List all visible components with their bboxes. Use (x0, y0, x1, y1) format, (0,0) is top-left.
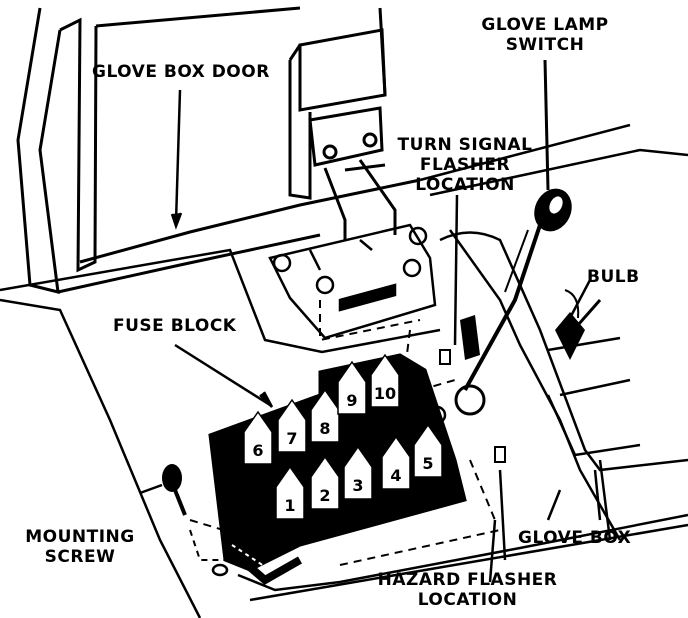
mounting-screw (162, 464, 232, 561)
fuse-number: 1 (284, 496, 295, 515)
leader-lines (139, 89, 602, 583)
bulb (555, 289, 602, 360)
fuse-slot-outline (310, 388, 340, 443)
door-latch (288, 28, 397, 240)
turn-signal-line3: LOCATION (415, 175, 515, 195)
fuse-number: 5 (422, 454, 433, 473)
turn-signal-line1: TURN SIGNAL (397, 135, 533, 155)
glove-box-door (16, 6, 421, 294)
hazard-flasher-line1: HAZARD FLASHER (377, 570, 558, 590)
fuse-number: 6 (252, 441, 263, 460)
glove-lamp-switch-line1: GLOVE LAMP (481, 15, 609, 35)
turn-signal-connector (439, 194, 480, 365)
fuse-slot: 8 (310, 388, 340, 443)
fuse-slot-outline (343, 445, 373, 500)
fuse-slot: 9 (337, 360, 367, 415)
mounting-screw-line1: MOUNTING (25, 527, 135, 547)
fuse-number: 9 (346, 391, 357, 410)
fuse-slot: 7 (277, 398, 307, 453)
glove-lamp-switch-line2: SWITCH (505, 35, 585, 55)
fuse-slot-outline (277, 398, 307, 453)
fuse-slots: 1 2 3 4 5 6 7 89 10 (243, 353, 443, 520)
fuse-slot: 1 (275, 465, 305, 520)
glove-box-door-label: GLOVE BOX DOOR (92, 62, 270, 82)
glove-lamp-switch (454, 59, 572, 416)
fuse-slot-outline (381, 435, 411, 490)
fuse-slot: 5 (413, 423, 443, 478)
dash-panel (0, 123, 688, 618)
fuse-slot-outline (337, 360, 367, 415)
fuse-slot-outline (370, 353, 400, 408)
fuse-slot: 6 (243, 410, 273, 465)
fuse-number: 4 (390, 466, 401, 485)
mounting-screw-line2: SCREW (44, 547, 116, 567)
striker-plate (268, 223, 437, 340)
fuse-slot-outline (413, 423, 443, 478)
fuse-slot: 2 (310, 455, 340, 510)
fuse-slot-outline (310, 455, 340, 510)
hazard-flasher-label: HAZARD FLASHER LOCATION (375, 570, 560, 610)
fuse-number: 8 (319, 419, 330, 438)
bulb-label: BULB (587, 267, 640, 287)
fuse-number: 10 (374, 384, 396, 403)
fuse-block: 1 2 3 4 5 6 7 89 10 (208, 353, 467, 585)
turn-signal-line2: FLASHER (419, 155, 511, 175)
fuse-slot: 3 (343, 445, 373, 500)
glove-box-label: GLOVE BOX (518, 528, 632, 548)
fuse-slot: 10 (370, 353, 400, 408)
fuse-slot-outline (275, 465, 305, 520)
fasteners (211, 405, 447, 577)
mounting-screw-label: MOUNTING SCREW (20, 527, 140, 567)
fuse-slot: 4 (381, 435, 411, 490)
fuse-block-label: FUSE BLOCK (113, 316, 237, 336)
fuse-number: 7 (286, 429, 297, 448)
fuse-number: 2 (319, 486, 330, 505)
fuse-number: 3 (352, 476, 363, 495)
hazard-flasher-line2: LOCATION (417, 590, 518, 610)
hazard-connector (494, 446, 507, 561)
glove-lamp-switch-label: GLOVE LAMP SWITCH (470, 15, 620, 55)
turn-signal-flasher-label: TURN SIGNAL FLASHER LOCATION (395, 135, 535, 195)
fuse-slot-outline (243, 410, 273, 465)
